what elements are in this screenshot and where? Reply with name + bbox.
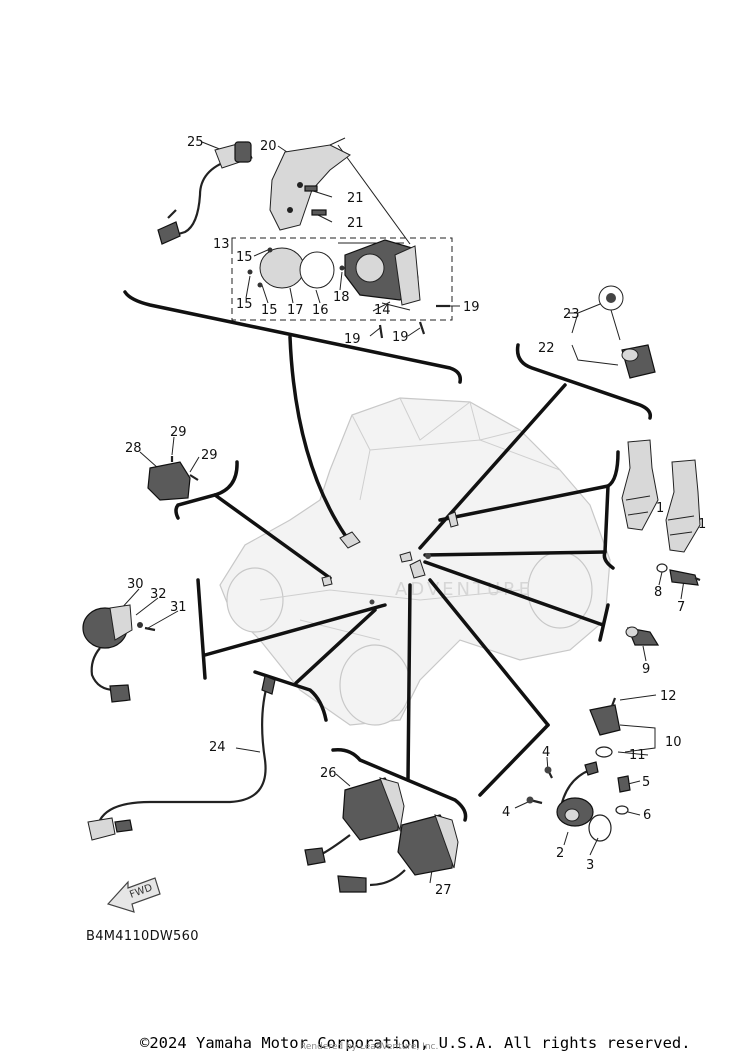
callout-25: 25 [187,135,204,150]
part-13-meter-assembly [247,239,450,339]
callout-27: 27 [435,883,452,898]
callout-2: 2 [556,846,564,861]
callout-labels: 25 20 21 21 13 15 15 15 17 16 18 14 19 1… [125,135,706,898]
callout-20: 20 [260,139,277,154]
callout-15-c: 15 [261,303,278,318]
callout-4-a: 4 [542,745,550,760]
callout-29-a: 29 [170,425,187,440]
callout-30: 30 [127,577,144,592]
callout-17: 17 [287,303,304,318]
callout-10: 10 [665,735,682,750]
vehicle-silhouette: ADVENTURE [219,397,611,726]
part-4-bolt-a [544,766,553,779]
part-20-bracket [269,137,351,231]
vehicle-mounted-parts [321,511,459,605]
callout-18: 18 [333,290,350,305]
part-27-actuator [337,814,459,893]
part-3-gasket [588,814,612,842]
callout-24: 24 [209,740,226,755]
callout-15-a: 15 [236,250,253,265]
part-1-ignition-coil-a [621,439,659,531]
callout-29-b: 29 [201,448,218,463]
callout-15-b: 15 [236,297,253,312]
callout-12: 12 [660,689,677,704]
callout-19-b: 19 [344,332,361,347]
part-2-sensor [556,761,599,827]
part-9-switch [625,626,660,646]
callout-14: 14 [374,303,391,318]
callout-19-c: 19 [392,330,409,345]
callout-26: 26 [320,766,337,781]
callout-19-a: 19 [463,300,480,315]
part-8-o-ring [656,563,668,573]
part-22-switch [598,285,656,379]
callout-21-b: 21 [347,216,364,231]
callout-5: 5 [642,775,650,790]
rendered-by-watermark: Rendered by LeadVenture, Inc. [300,1042,439,1052]
group-brackets [123,290,653,822]
part-6-washer [615,805,629,815]
callout-11: 11 [629,748,646,763]
copyright-notice: ©2024 Yamaha Motor Corporation, U.S.A. A… [140,1034,691,1052]
part-28-switch-bracket [147,456,199,501]
part-5-sensor [617,775,631,793]
svg-text:ADVENTURE: ADVENTURE [395,579,533,600]
callout-1-b: 1 [698,517,706,532]
callout-7: 7 [677,600,685,615]
callout-23: 23 [563,307,580,322]
callout-8: 8 [654,585,662,600]
part-25-sensor-lead [157,141,253,245]
callout-31: 31 [170,600,187,615]
callout-4-b: 4 [502,805,510,820]
callout-3: 3 [586,858,594,873]
part-4-bolt-b [526,796,543,805]
part-10-sensor-assembly [589,697,621,758]
callout-21-a: 21 [347,191,364,206]
diagram-code: B4M4110DW560 [86,929,199,944]
callout-16: 16 [312,303,329,318]
part-26-actuator [304,777,405,866]
part-30-sensor [82,604,156,703]
callout-32: 32 [150,587,167,602]
part-7-sensor [669,569,701,586]
callout-22: 22 [538,341,555,356]
callout-6: 6 [643,808,651,823]
callout-13: 13 [213,237,230,252]
callout-9: 9 [642,662,650,677]
part-24-sensor-cable [87,675,276,841]
part-1-ignition-coil-b [665,459,701,553]
callout-28: 28 [125,441,142,456]
fwd-arrow: FWD [106,877,161,913]
callout-1-a: 1 [656,501,664,516]
